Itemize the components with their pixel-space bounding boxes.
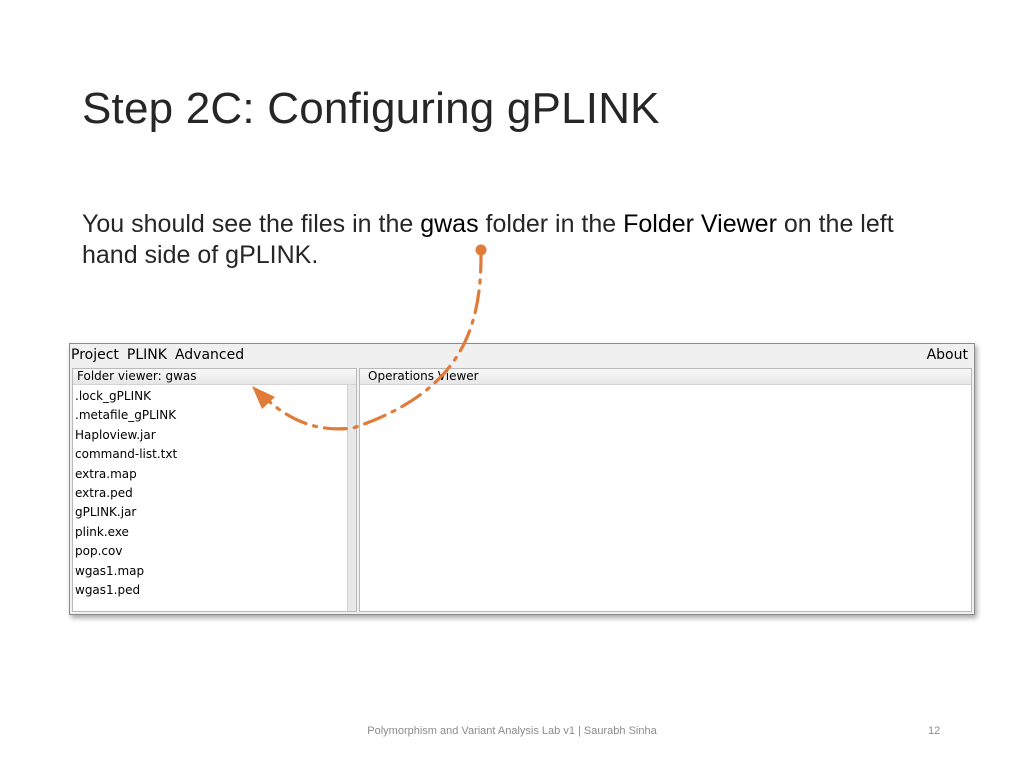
page-number: 12 — [928, 725, 941, 737]
file-item[interactable]: plink.exe — [75, 524, 129, 539]
folder-viewer-scrollbar[interactable] — [347, 385, 356, 611]
operations-viewer-title: Operations Viewer — [360, 369, 971, 385]
operations-viewer-panel: Operations Viewer — [359, 368, 972, 612]
file-list: .lock_gPLINK .metafile_gPLINK Haploview.… — [73, 385, 356, 600]
body-text-part: You should see the files in the — [82, 210, 421, 238]
file-item[interactable]: .metafile_gPLINK — [75, 408, 177, 423]
file-item[interactable]: gPLINK.jar — [75, 505, 137, 520]
file-item[interactable]: extra.ped — [75, 485, 133, 500]
body-text-part: folder in the — [478, 210, 624, 238]
menu-advanced[interactable]: Advanced — [174, 347, 245, 363]
file-item[interactable]: command-list.txt — [75, 447, 178, 462]
file-item[interactable]: Haploview.jar — [75, 427, 156, 442]
folder-viewer-panel: Folder viewer: gwas .lock_gPLINK .metafi… — [72, 368, 357, 612]
file-item[interactable]: .lock_gPLINK — [75, 389, 151, 403]
folder-viewer-title: Folder viewer: gwas — [73, 369, 356, 385]
file-item[interactable]: wgas1.ped — [75, 582, 141, 597]
file-item[interactable]: wgas1.map — [75, 563, 145, 578]
slide-title: Step 2C: Configuring gPLINK — [82, 84, 660, 133]
gplink-app-screenshot: Project PLINK Advanced About Folder view… — [69, 343, 975, 615]
slide-footer: Polymorphism and Variant Analysis Lab v1… — [367, 725, 657, 737]
menu-project[interactable]: Project — [71, 347, 119, 363]
highlight-folder-viewer: Folder Viewer — [623, 210, 777, 238]
slide-body-text: You should see the files in the gwas fol… — [82, 209, 942, 271]
menu-about[interactable]: About — [926, 347, 968, 363]
file-item[interactable]: pop.cov — [75, 544, 123, 559]
file-item[interactable]: extra.map — [75, 466, 137, 481]
highlight-gwas: gwas — [420, 210, 479, 238]
menu-plink[interactable]: PLINK — [126, 347, 167, 363]
app-menubar: Project PLINK Advanced About — [70, 344, 974, 366]
